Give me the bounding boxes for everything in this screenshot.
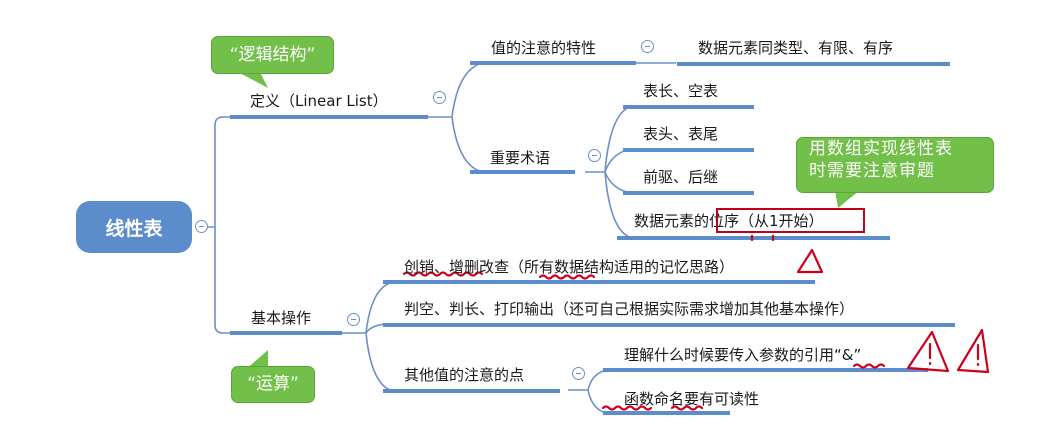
warning-triangle-op1 [796, 248, 824, 274]
collapse-toggle-operations[interactable] [347, 313, 360, 326]
squiggle-func-a [601, 405, 653, 411]
connector-terms-children [585, 105, 633, 239]
node-definition[interactable]: 定义（Linear List） [250, 92, 388, 110]
node-op-utility[interactable]: 判空、判长、打印输出（还可自己根据实际需求增加其他基本操作） [404, 300, 855, 318]
callout-ops-pointer [245, 350, 268, 370]
node-feature[interactable]: 值的注意的特性 [491, 39, 597, 57]
connector-operations-children [342, 282, 391, 391]
callout-array-note: 用数组实现线性表 时需要注意审题 [796, 137, 994, 193]
callout-line-1: 用数组实现线性表 [809, 139, 953, 159]
collapse-toggle-root[interactable] [195, 220, 208, 233]
callout-logic-structure: “逻辑结构” [211, 36, 334, 74]
node-operations[interactable]: 基本操作 [251, 309, 312, 327]
highlight-box-order [716, 208, 865, 233]
callout-operations: “运算” [231, 366, 315, 403]
collapse-toggle-others[interactable] [572, 367, 585, 380]
node-term-pred-succ[interactable]: 前驱、后继 [643, 168, 719, 186]
collapse-toggle-definition[interactable] [433, 91, 446, 104]
term-order-prefix: 数据元素的 [634, 212, 710, 230]
node-op-crud[interactable]: 创销、增删改查（所有数据结构适用的记忆思路） [404, 258, 735, 276]
callout-array-pointer [835, 190, 860, 208]
squiggle-op1-b [538, 274, 596, 280]
collapse-toggle-terms[interactable] [588, 149, 601, 162]
callout-logic-pointer [238, 72, 268, 88]
node-term-order[interactable]: 数据元素的位序（从1开始） [634, 211, 824, 231]
warning-icon-1 [906, 330, 950, 373]
squiggle-op1-a [402, 271, 484, 277]
collapse-toggle-feature[interactable] [641, 40, 654, 53]
node-terms[interactable]: 重要术语 [490, 149, 551, 167]
connector-root-operations [214, 227, 232, 334]
root-node[interactable]: 线性表 [76, 201, 192, 253]
node-op-others[interactable]: 其他值的注意的点 [404, 366, 525, 384]
term-order-highlight: 位序（从1开始） [709, 212, 824, 230]
callout-text: “逻辑结构” [229, 44, 316, 65]
warning-icon-2 [956, 328, 990, 374]
squiggle-ref [852, 363, 886, 369]
squiggle-func-b [670, 405, 704, 411]
node-other-reference[interactable]: 理解什么时候要传入参数的引用“&” [624, 346, 862, 364]
node-term-length[interactable]: 表长、空表 [643, 82, 719, 100]
connector-root-definition [205, 116, 232, 228]
root-label: 线性表 [105, 217, 163, 240]
connector-definition-children [428, 62, 483, 173]
node-feature-leaf[interactable]: 数据元素同类型、有限、有序 [698, 39, 894, 57]
callout-text: “运算” [247, 374, 299, 394]
node-term-head-tail[interactable]: 表头、表尾 [643, 125, 719, 143]
node-other-naming[interactable]: 函数命名要有可读性 [624, 390, 760, 408]
callout-line-2: 时需要注意审题 [809, 161, 935, 181]
